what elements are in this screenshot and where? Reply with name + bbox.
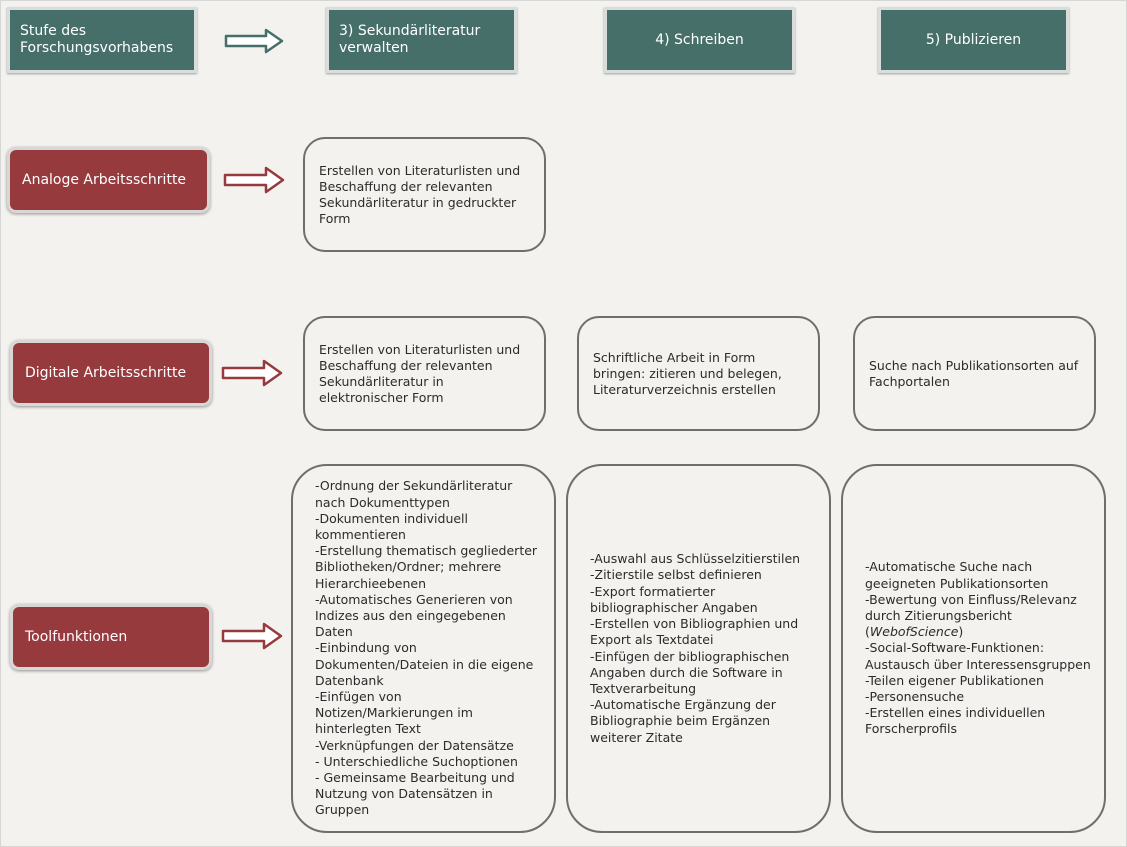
list-item: -Einfügen von Notizen/Markierungen im hi… xyxy=(315,689,473,737)
list-item: -Erstellen eines individuellen Forscherp… xyxy=(865,705,1046,737)
header-arrow-icon xyxy=(224,28,284,54)
list-item: -Einfügen der bibliographischen Angaben … xyxy=(590,648,790,696)
header-col3-text: 3) Sekundärliteratur verwalten xyxy=(339,23,481,56)
analog-arrow-icon xyxy=(223,166,285,194)
tools-col3-list: -Ordnung der Sekundärliteratur nach Doku… xyxy=(315,478,542,818)
analog-col3-box: Erstellen von Literaturlisten und Bescha… xyxy=(303,137,546,252)
tools-col4-list: -Auswahl aus Schlüsselzitierstilen -Ziti… xyxy=(590,551,817,745)
tools-col3-box: -Ordnung der Sekundärliteratur nach Doku… xyxy=(291,464,556,833)
header-col3: 3) Sekundärliteratur verwalten xyxy=(326,7,517,73)
list-item-text: -Bewertung von Einfluss/Relevanz durch Z… xyxy=(865,591,1077,640)
list-item: -Verknüpfungen der Datensätze xyxy=(315,737,514,753)
list-item: -Automatische Ergänzung der Bibliographi… xyxy=(590,697,776,745)
list-item: -Personensuche xyxy=(865,689,965,704)
digital-col5-text: Suche nach Publikationsorten auf Fachpor… xyxy=(869,357,1079,389)
row-label-digital-text: Digitale Arbeitsschritte xyxy=(25,364,187,381)
header-col4: 4) Schreiben xyxy=(604,7,795,73)
tools-col4-box: -Auswahl aus Schlüsselzitierstilen -Ziti… xyxy=(566,464,831,833)
row-label-digital: Digitale Arbeitsschritte xyxy=(10,340,212,406)
header-col5: 5) Publizieren xyxy=(878,7,1069,73)
list-item: -Dokumenten individuell kommentieren xyxy=(315,510,469,542)
list-item: -Erstellen von Bibliographien und Export… xyxy=(590,616,799,648)
row-label-tools: Toolfunktionen xyxy=(10,604,212,670)
analog-col3-text: Erstellen von Literaturlisten und Bescha… xyxy=(319,162,521,226)
row-label-tools-text: Toolfunktionen xyxy=(25,628,128,645)
list-item: -Bewertung von Einfluss/Relevanz durch Z… xyxy=(865,592,1092,641)
row-label-analog: Analoge Arbeitsschritte xyxy=(7,147,210,213)
digital-col3-text: Erstellen von Literaturlisten und Bescha… xyxy=(319,341,521,405)
list-item: -Einbindung von Dokumenten/Dateien in di… xyxy=(315,640,534,688)
list-item: -Export formatierter bibliographischer A… xyxy=(590,583,758,615)
row-label-analog-text: Analoge Arbeitsschritte xyxy=(22,171,187,188)
list-item: -Automatische Suche nach geeigneten Publ… xyxy=(865,559,1049,591)
list-item: - Gemeinsame Bearbeitung und Nutzung von… xyxy=(315,770,515,818)
list-item: -Teilen eigener Publikationen xyxy=(865,672,1044,688)
list-item: -Zitierstile selbst definieren xyxy=(590,567,762,583)
list-item: -Social-Software-Funktionen: Austausch ü… xyxy=(865,640,1091,672)
digital-col3-box: Erstellen von Literaturlisten und Bescha… xyxy=(303,316,546,431)
digital-col4-box: Schriftliche Arbeit in Form bringen: zit… xyxy=(577,316,820,431)
digital-col5-box: Suche nach Publikationsorten auf Fachpor… xyxy=(853,316,1096,431)
digital-col4-text: Schriftliche Arbeit in Form bringen: zit… xyxy=(593,349,782,397)
header-stage-label: Stufe des Forschungsvorhabens xyxy=(7,7,197,73)
header-stage-text: Stufe des Forschungsvorhabens xyxy=(20,23,174,56)
list-item-text: ) xyxy=(958,624,964,640)
list-item: -Automatisches Generieren von Indizes au… xyxy=(315,591,513,640)
list-item: -Auswahl aus Schlüsselzitierstilen xyxy=(590,551,801,567)
tools-col5-box: -Automatische Suche nach geeigneten Publ… xyxy=(841,464,1106,833)
list-item: - Unterschiedliche Suchoptionen xyxy=(315,753,518,769)
list-item: -Ordnung der Sekundärliteratur nach Doku… xyxy=(315,478,513,510)
tools-arrow-icon xyxy=(221,622,283,650)
digital-arrow-icon xyxy=(221,359,283,387)
list-item-emphasis: WebofScience xyxy=(869,624,959,640)
header-col4-text: 4) Schreiben xyxy=(655,31,744,48)
header-col5-text: 5) Publizieren xyxy=(925,31,1022,48)
list-item: -Erstellung thematisch gegliederter Bibl… xyxy=(315,543,538,591)
tools-col5-list: -Automatische Suche nach geeigneten Publ… xyxy=(865,559,1092,737)
